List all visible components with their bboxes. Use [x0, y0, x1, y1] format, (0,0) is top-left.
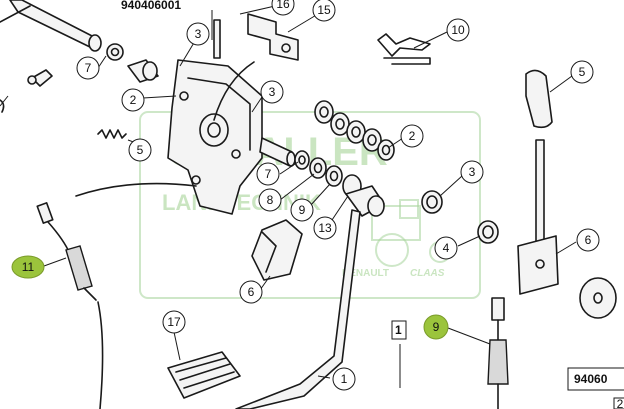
- rod-6-right: [517, 139, 559, 295]
- ref-box-2: [613, 397, 624, 409]
- switch-6-center: [251, 219, 303, 281]
- pedal-bracket-2: [167, 59, 263, 215]
- reference-number-bottom: 94060: [574, 372, 608, 386]
- svg-text:16: 16: [276, 0, 290, 11]
- callout-3-mid: 3: [260, 80, 284, 104]
- svg-text:6: 6: [585, 233, 592, 247]
- watermark-frame: [139, 111, 481, 299]
- callout-7-mid: 7: [256, 162, 280, 186]
- callout-6-right: 6: [576, 228, 600, 252]
- ref-box-1: [391, 320, 407, 340]
- svg-text:13: 13: [318, 221, 332, 235]
- callout-1: 1: [332, 367, 356, 391]
- callout-13: 13: [313, 216, 337, 240]
- reference-number-top: 940406001: [121, 0, 181, 12]
- svg-text:2: 2: [617, 397, 624, 409]
- callout-5-left: 5: [128, 138, 152, 162]
- callout-15: 15: [312, 0, 336, 22]
- callout-2-edge: 2: [617, 397, 624, 409]
- bushing-3-top: [127, 59, 159, 83]
- svg-text:2: 2: [409, 129, 416, 143]
- svg-text:7: 7: [85, 61, 92, 75]
- washer-3-right: [421, 190, 443, 214]
- callout-4: 4: [434, 236, 458, 260]
- callout-3-top: 3: [186, 22, 210, 46]
- pedal-lever-1: [235, 185, 385, 409]
- lever-arm: [0, 0, 102, 52]
- pedal-pad-17: [167, 351, 241, 399]
- svg-text:5: 5: [579, 65, 586, 79]
- callout-3-right: 3: [460, 160, 484, 184]
- washer-7-top: [106, 43, 124, 61]
- callout-5-right: 5: [570, 60, 594, 84]
- callout-17: 17: [162, 310, 186, 334]
- shaft-3: [259, 137, 296, 167]
- callout-6-center: 6: [239, 280, 263, 304]
- watermark-tractor-icon: [371, 199, 451, 267]
- cable-upper: [213, 61, 255, 121]
- callout-10: 10: [446, 18, 470, 42]
- callout-11-highlighted: 11: [11, 255, 45, 279]
- svg-text:9: 9: [433, 320, 440, 334]
- ref-box-top: [116, 0, 226, 10]
- svg-text:7: 7: [265, 167, 272, 181]
- cable-lower: [75, 182, 197, 197]
- callout-7-top: 7: [76, 56, 100, 80]
- svg-text:5: 5: [137, 143, 144, 157]
- svg-text:4: 4: [443, 241, 450, 255]
- switch-10: [377, 33, 431, 65]
- svg-text:6: 6: [248, 285, 255, 299]
- spring-pin-16: [213, 19, 221, 59]
- svg-text:11: 11: [22, 260, 35, 274]
- svg-text:3: 3: [195, 27, 202, 41]
- ref-label-1: 1: [395, 323, 402, 337]
- small-bracket: [27, 69, 53, 87]
- cable-9: [487, 297, 509, 409]
- svg-text:10: 10: [451, 23, 465, 37]
- ref-box-bottom: [567, 367, 624, 391]
- svg-text:8: 8: [267, 193, 274, 207]
- svg-text:17: 17: [167, 315, 181, 329]
- svg-text:3: 3: [469, 165, 476, 179]
- washer-4: [477, 220, 499, 244]
- svg-text:9: 9: [299, 203, 306, 217]
- svg-text:15: 15: [317, 3, 331, 17]
- svg-text:2: 2: [130, 93, 137, 107]
- callout-9-mid: 9: [290, 198, 314, 222]
- callout-2-left: 2: [121, 88, 145, 112]
- callout-9-highlighted: 9: [423, 314, 449, 340]
- callout-2-right: 2: [400, 124, 424, 148]
- callout-16: 16: [271, 0, 295, 16]
- svg-text:1: 1: [341, 372, 348, 386]
- washer-large-right: [579, 277, 617, 319]
- bracket-15: [247, 13, 299, 61]
- cap-5-right: [525, 69, 553, 129]
- spring-5-left: [97, 129, 127, 139]
- watermark-brand2: CLAAS: [410, 268, 445, 279]
- cable-11: [36, 202, 104, 409]
- watermark-brand1: RENAULT: [342, 268, 389, 279]
- svg-text:3: 3: [269, 85, 276, 99]
- bushing-stack: [314, 100, 395, 161]
- callout-8: 8: [258, 188, 282, 212]
